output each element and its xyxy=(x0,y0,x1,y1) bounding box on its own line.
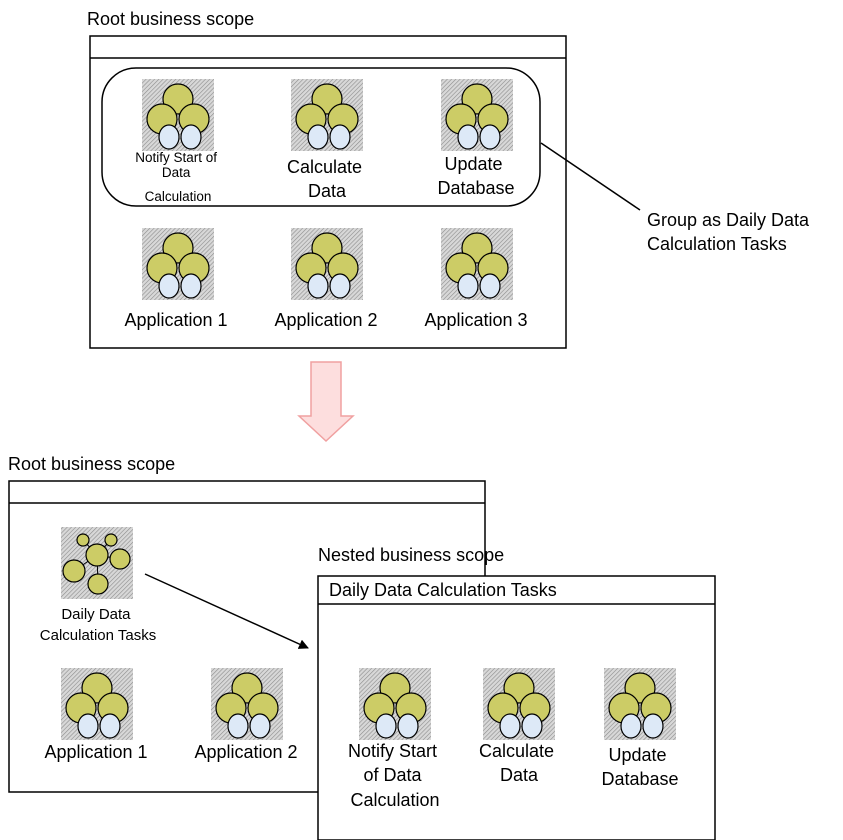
bottom-app-1-label: Application 1 xyxy=(44,742,147,762)
group-icon xyxy=(61,527,133,599)
application-icon xyxy=(61,668,133,740)
transition-down-arrow xyxy=(297,361,355,443)
top-group-outline xyxy=(101,67,541,207)
top-item-application-3[interactable]: Application 3 xyxy=(424,228,528,330)
nested-scope-label: Nested business scope xyxy=(318,545,504,565)
bottom-app-2[interactable]: Application 2 xyxy=(194,668,298,762)
top-item-application-2-label: Application 2 xyxy=(274,310,377,330)
application-icon xyxy=(142,228,214,300)
application-icon xyxy=(211,668,283,740)
top-item-application-1-label: Application 1 xyxy=(124,310,227,330)
top-item-application-1[interactable]: Application 1 xyxy=(124,228,228,330)
application-icon xyxy=(142,79,214,151)
nested-item-notify-start-label: Notify Start of Data Calculation xyxy=(348,741,442,810)
nested-scope-title: Daily Data Calculation Tasks xyxy=(329,580,557,600)
top-item-calculate-data[interactable]: Calculate Data xyxy=(287,79,367,201)
callout-leader-line xyxy=(540,142,641,211)
application-icon xyxy=(483,668,555,740)
top-root-scope-label: Root business scope xyxy=(87,9,254,29)
application-icon xyxy=(441,79,513,151)
application-icon xyxy=(359,668,431,740)
top-item-calculate-data-label: Calculate Data xyxy=(287,157,367,201)
group-to-nested-arrow xyxy=(144,573,309,649)
top-item-notify-start-label: Notify Start of Data Calculation xyxy=(135,150,221,204)
bottom-app-1[interactable]: Application 1 xyxy=(44,668,148,762)
nested-item-update-database-label: Update Database xyxy=(601,745,678,789)
nested-item-calculate-data[interactable]: Calculate Data xyxy=(479,668,559,785)
bottom-root-scope-label: Root business scope xyxy=(8,454,175,474)
bottom-app-2-label: Application 2 xyxy=(194,742,297,762)
application-icon xyxy=(291,228,363,300)
callout-text: Group as Daily Data Calculation Tasks xyxy=(647,210,814,254)
application-icon xyxy=(291,79,363,151)
top-item-update-database[interactable]: Update Database xyxy=(437,79,515,198)
application-icon xyxy=(441,228,513,300)
top-item-update-database-label: Update Database xyxy=(437,154,514,198)
application-icon xyxy=(604,668,676,740)
top-item-notify-start[interactable]: Notify Start of Data Calculation xyxy=(135,79,221,204)
top-item-application-3-label: Application 3 xyxy=(424,310,527,330)
top-item-application-2[interactable]: Application 2 xyxy=(274,228,378,330)
bottom-group-item-label: Daily Data Calculation Tasks xyxy=(40,606,156,644)
nested-item-update-database[interactable]: Update Database xyxy=(601,668,679,789)
nested-item-notify-start[interactable]: Notify Start of Data Calculation xyxy=(348,668,442,810)
bottom-group-item[interactable]: Daily Data Calculation Tasks xyxy=(40,527,156,644)
nested-item-calculate-data-label: Calculate Data xyxy=(479,741,559,785)
